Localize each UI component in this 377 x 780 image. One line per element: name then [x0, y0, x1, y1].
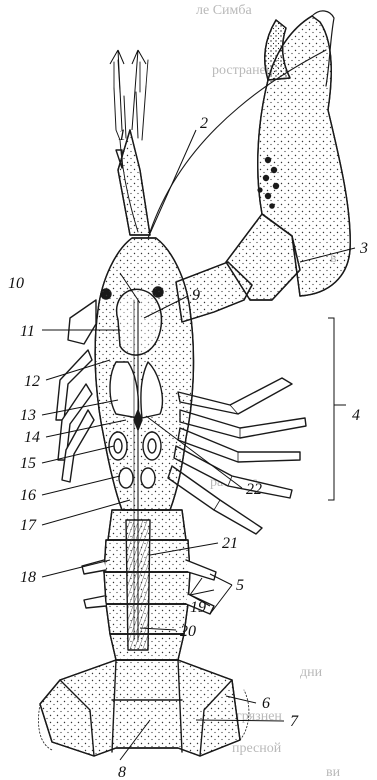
label-5: 5 — [236, 577, 244, 594]
label-14: 14 — [24, 429, 40, 446]
label-6: 6 — [262, 695, 270, 712]
bg-line-6: пресной — [232, 741, 282, 756]
label-13: 13 — [20, 407, 36, 424]
label-16: 16 — [20, 487, 36, 504]
label-10: 10 — [8, 275, 24, 292]
label-18: 18 — [20, 569, 36, 586]
label-4: 4 — [352, 407, 360, 424]
label-3: 3 — [359, 240, 368, 257]
label-17: 17 — [20, 517, 37, 534]
left-cheliped-stub — [68, 300, 96, 344]
label-19: 19 — [190, 599, 206, 616]
bg-line-7: дни — [300, 665, 323, 680]
label-8: 8 — [118, 764, 126, 780]
label-2: 2 — [200, 115, 208, 132]
cheliped — [176, 11, 350, 322]
bg-line-1: ле Симба — [196, 3, 253, 18]
label-21: 21 — [222, 535, 238, 552]
label-9: 9 — [192, 287, 200, 304]
label-7: 7 — [290, 713, 299, 730]
label-22: 22 — [246, 481, 262, 498]
label-1: 1 — [118, 127, 126, 144]
crayfish-drawing — [39, 11, 351, 756]
bg-line-8: ви — [326, 765, 341, 780]
label-11: 11 — [20, 323, 35, 340]
bg-line-5: грязнен — [236, 709, 282, 724]
walking-legs-left — [56, 350, 94, 482]
label-15: 15 — [20, 455, 36, 472]
tail-fan — [39, 660, 249, 756]
label-12: 12 — [24, 373, 40, 390]
label-20: 20 — [180, 623, 196, 640]
